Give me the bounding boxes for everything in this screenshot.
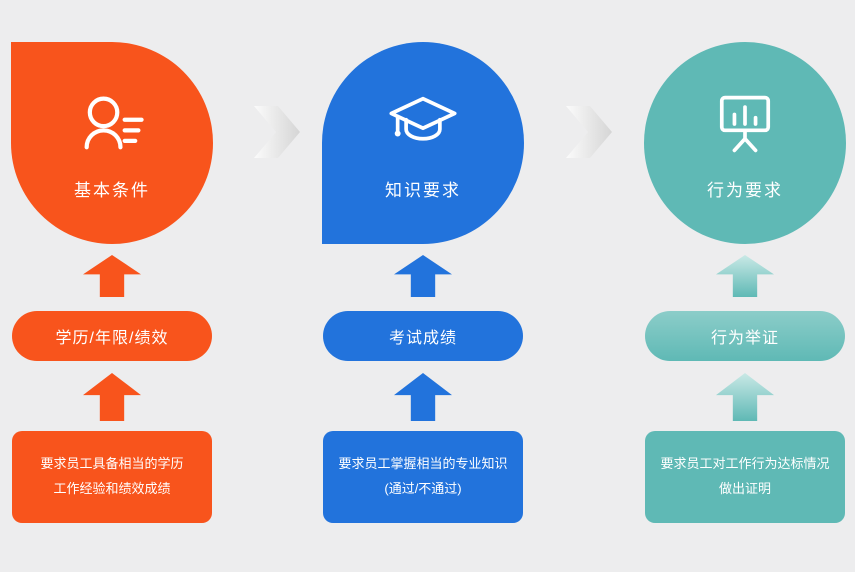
exam-score-pill: 考试成绩 — [323, 311, 523, 361]
up-arrow-icon — [83, 373, 141, 421]
box-line: 要求员工掌握相当的专业知识 — [338, 456, 508, 472]
column-knowledge-requirements: 知识要求 考试成绩 要求员工掌握相当的专业知识 (通过/不通过) — [322, 42, 524, 523]
pill-label: 行为举证 — [710, 330, 779, 347]
circle-label: 行为要求 — [707, 180, 783, 200]
up-arrow-icon — [394, 255, 452, 297]
graduation-cap-icon — [385, 86, 461, 162]
knowledge-requirements-circle: 知识要求 — [322, 42, 524, 244]
basic-conditions-description-box: 要求员工具备相当的学历 工作经验和绩效成绩 — [12, 431, 212, 523]
chevron-right-icon — [566, 106, 612, 158]
knowledge-requirements-description-box: 要求员工掌握相当的专业知识 (通过/不通过) — [323, 431, 523, 523]
behavior-requirements-description-box: 要求员工对工作行为达标情况 做出证明 — [645, 431, 845, 523]
behavior-requirements-circle: 行为要求 — [644, 42, 846, 244]
box-line: 要求员工具备相当的学历 — [40, 456, 184, 472]
education-tenure-performance-pill: 学历/年限/绩效 — [12, 311, 212, 361]
up-arrow-icon — [716, 255, 774, 297]
user-list-icon — [74, 86, 150, 162]
circle-label: 知识要求 — [385, 180, 461, 200]
box-line: (通过/不通过) — [384, 481, 462, 496]
behavior-evidence-pill: 行为举证 — [645, 311, 845, 361]
box-line: 要求员工对工作行为达标情况 — [660, 456, 830, 472]
chevron-right-icon — [254, 106, 300, 158]
box-line: 做出证明 — [718, 481, 771, 496]
up-arrow-icon — [716, 373, 774, 421]
basic-conditions-circle: 基本条件 — [11, 42, 213, 244]
box-line: 工作经验和绩效成绩 — [53, 481, 171, 496]
up-arrow-icon — [83, 255, 141, 297]
up-arrow-icon — [394, 373, 452, 421]
circle-label: 基本条件 — [74, 180, 150, 200]
presentation-chart-icon — [707, 86, 783, 162]
pill-label: 考试成绩 — [388, 330, 457, 347]
column-behavior-requirements: 行为要求 行为举证 要求员工对工作行为达标情况 做出证明 — [644, 42, 846, 523]
pill-label: 学历/年限/绩效 — [55, 330, 169, 347]
column-basic-conditions: 基本条件 学历/年限/绩效 要求员工具备相当的学历 工作经验和绩效成绩 — [11, 42, 213, 523]
